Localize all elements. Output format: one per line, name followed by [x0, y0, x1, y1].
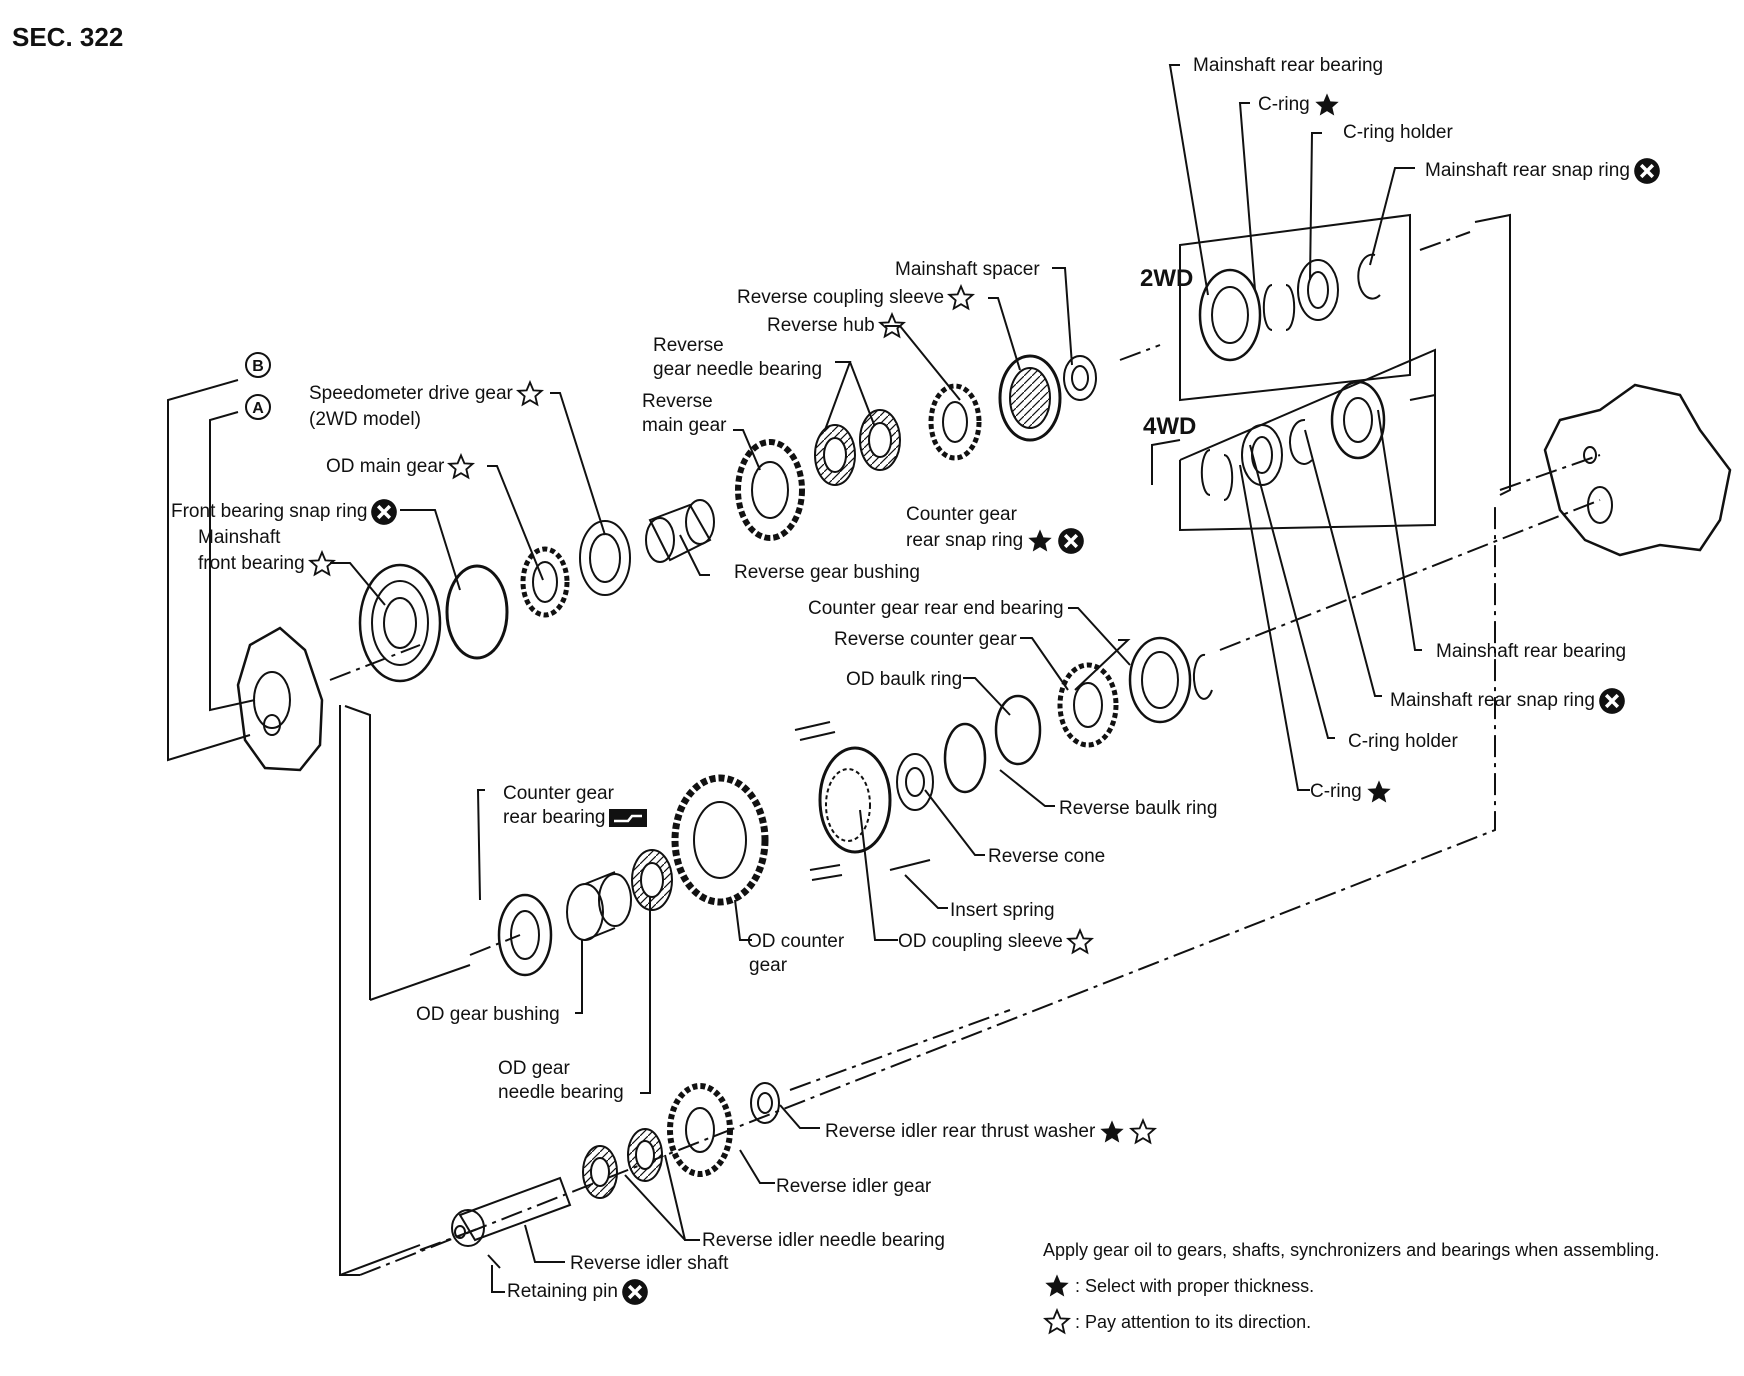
outline-star-icon [1065, 928, 1094, 955]
filled-star-icon [1315, 93, 1339, 116]
label-reverse-cone: Reverse cone [988, 846, 1106, 867]
label-c-ring-top: C-ring [1258, 91, 1341, 119]
label-reverse-counter-gear: Reverse counter gear [834, 629, 1017, 650]
label-mainshaft-rear-bearing-4wd: Mainshaft rear bearing [1436, 641, 1627, 662]
outline-star-icon [1129, 1118, 1158, 1145]
label-front-bearing-snap-ring: Front bearing snap ring [171, 498, 398, 526]
label-od-baulk-ring: OD baulk ring [846, 669, 963, 690]
label-speedometer-drive-gear: Speedometer drive gear(2WD model) [309, 380, 544, 432]
label-reverse-idler-shaft: Reverse idler shaft [570, 1253, 729, 1274]
label-reverse-idler-gear: Reverse idler gear [776, 1176, 932, 1197]
outline-star-icon [1043, 1308, 1071, 1335]
legend-outline-star: : Pay attention to its direction. [1043, 1308, 1659, 1336]
do-not-reuse-icon [622, 1279, 648, 1305]
label-reverse-gear-bushing: Reverse gear bushing [734, 562, 920, 583]
do-not-reuse-icon [1599, 688, 1625, 714]
do-not-reuse-icon [1634, 158, 1660, 184]
label-od-coupling-sleeve: OD coupling sleeve [898, 928, 1094, 956]
legend-filled-star: : Select with proper thickness. [1043, 1272, 1659, 1300]
label-reverse-baulk-ring: Reverse baulk ring [1059, 798, 1218, 819]
note-apply-oil: Apply gear oil to gears, shafts, synchro… [1043, 1240, 1660, 1260]
label-od-gear-bushing: OD gear bushing [416, 1004, 560, 1025]
variant-4wd-label: 4WD [1143, 413, 1197, 440]
outline-star-icon [877, 312, 906, 339]
outline-star-icon [447, 453, 476, 480]
label-counter-gear-rear-end-bearing: Counter gear rear end bearing [808, 598, 1064, 619]
special-tool-icon [609, 808, 648, 827]
do-not-reuse-icon [371, 499, 398, 525]
filled-star-icon [1367, 780, 1391, 803]
label-reverse-coupling-sleeve: Reverse coupling sleeve [737, 284, 976, 312]
legend-outline-star-text: : Pay attention to its direction. [1075, 1312, 1312, 1332]
label-reverse-hub: Reverse hub [767, 312, 906, 340]
outline-star-icon [947, 284, 976, 311]
filled-star-icon [1028, 529, 1052, 552]
ref-b-icon: B [245, 352, 271, 378]
label-c-ring-holder-top: C-ring holder [1343, 122, 1453, 143]
label-reverse-idler-needle-bearing: Reverse idler needle bearing [702, 1230, 945, 1251]
filled-star-icon [1100, 1120, 1124, 1143]
outline-star-icon [307, 550, 336, 577]
label-retaining-pin: Retaining pin [507, 1278, 649, 1306]
outline-star-icon [515, 380, 544, 407]
label-c-ring-holder-4wd: C-ring holder [1348, 731, 1458, 752]
label-od-main-gear: OD main gear [326, 453, 476, 481]
label-mainshaft-rear-snap-ring-4wd: Mainshaft rear snap ring [1390, 687, 1626, 715]
legend-filled-star-text: : Select with proper thickness. [1075, 1276, 1315, 1296]
filled-star-icon [1045, 1274, 1069, 1297]
label-mainshaft-rear-bearing-top: Mainshaft rear bearing [1193, 55, 1384, 76]
label-reverse-idler-rear-thrust-washer: Reverse idler rear thrust washer [825, 1118, 1158, 1146]
label-c-ring-4wd: C-ring [1310, 778, 1393, 806]
label-insert-spring: Insert spring [950, 900, 1055, 921]
ref-a-text: A [252, 400, 264, 417]
variant-2wd-label: 2WD [1140, 265, 1194, 292]
ref-a-icon: A [245, 394, 271, 420]
do-not-reuse-icon [1058, 528, 1085, 554]
ref-b-text: B [252, 358, 264, 375]
label-mainshaft-rear-snap-ring-top: Mainshaft rear snap ring [1425, 157, 1661, 185]
legend-notes: Apply gear oil to gears, shafts, synchro… [1043, 1236, 1659, 1336]
section-number: SEC. 322 [12, 22, 124, 52]
label-mainshaft-spacer: Mainshaft spacer [895, 259, 1040, 280]
